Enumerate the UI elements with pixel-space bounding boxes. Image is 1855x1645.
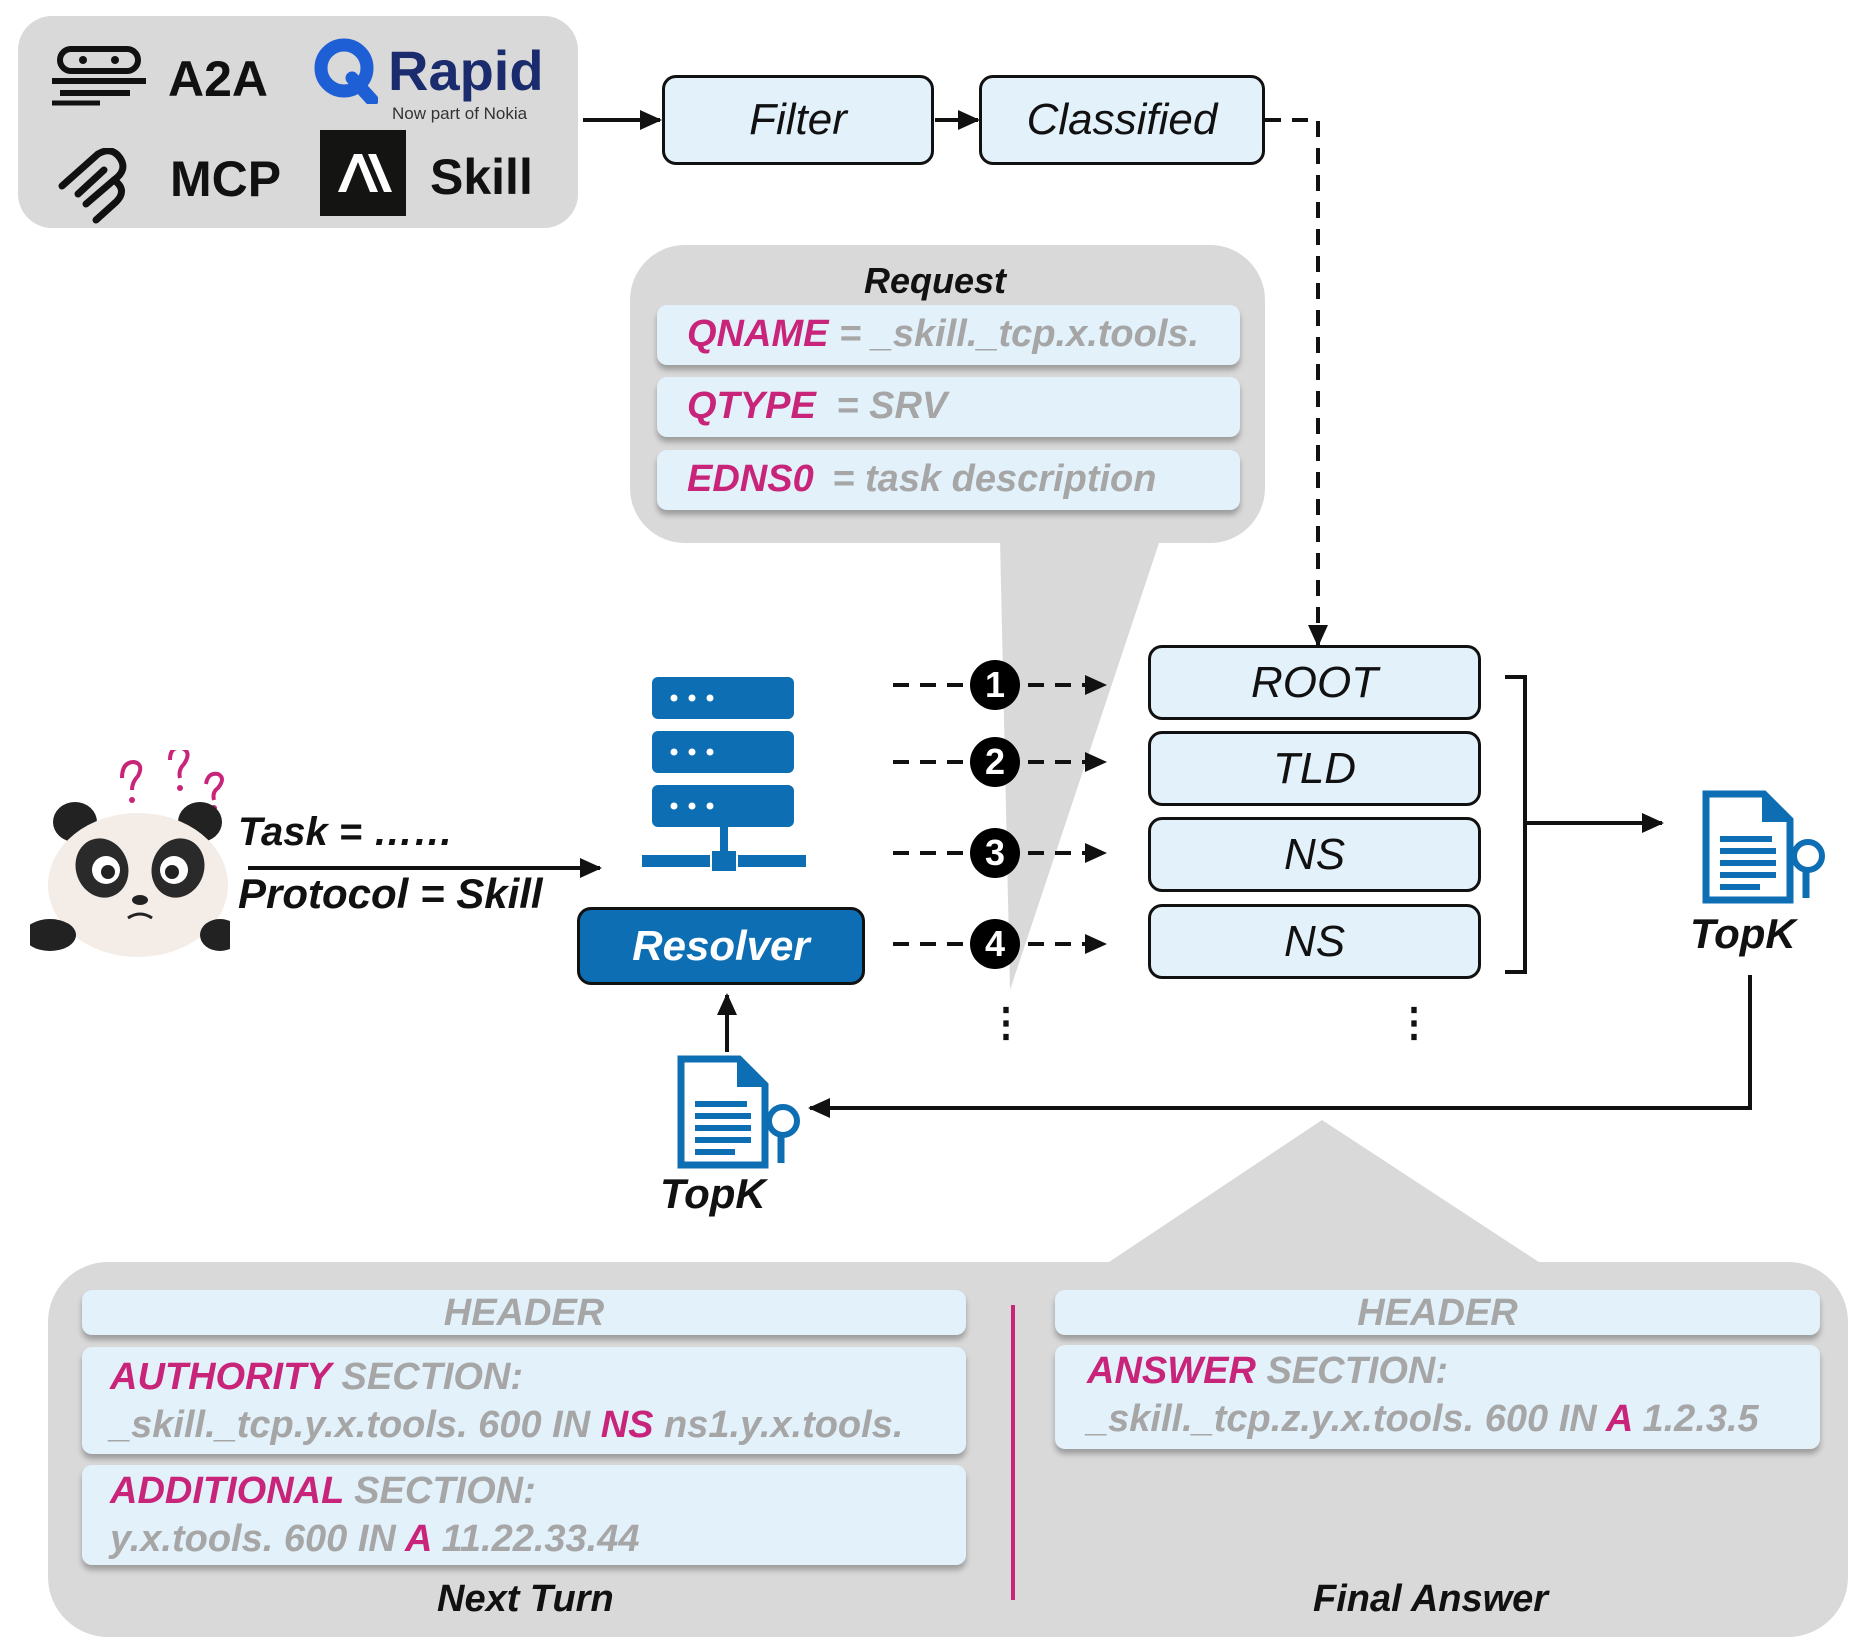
right-header-label: HEADER — [1357, 1292, 1518, 1334]
response-pointer — [1100, 1120, 1548, 1268]
a2a-label: A2A — [168, 51, 269, 107]
rapid-logo-icon — [312, 38, 379, 107]
step-badge-1: 1 — [970, 660, 1020, 710]
mcp-label: MCP — [170, 151, 282, 207]
document-search-icon — [1700, 790, 1835, 905]
topk-right-label: TopK — [1690, 910, 1796, 957]
server-ns-2: NS — [1148, 904, 1481, 979]
topk-bottom-label: TopK — [660, 1170, 766, 1217]
ellipsis-left: ⋮ — [986, 1001, 1026, 1045]
server-stack-icon — [640, 675, 810, 880]
authority-section: AUTHORITY SECTION: _skill._tcp.y.x.tools… — [82, 1347, 966, 1454]
next-turn-caption: Next Turn — [437, 1578, 614, 1620]
answer-record-a: _skill._tcp.z.y.x.tools. 600 IN — [1087, 1398, 1606, 1440]
authority-key: AUTHORITY — [110, 1356, 331, 1398]
a2a-logo-icon — [50, 45, 150, 107]
anthropic-logo-icon — [320, 130, 406, 216]
right-header: HEADER — [1055, 1290, 1820, 1335]
left-header-label: HEADER — [443, 1292, 605, 1334]
filter-box: Filter — [662, 75, 934, 165]
answer-section: ANSWER SECTION: _skill._tcp.z.y.x.tools.… — [1055, 1345, 1820, 1449]
authority-heading: AUTHORITY SECTION: — [110, 1353, 966, 1401]
authority-record: _skill._tcp.y.x.tools. 600 IN NS ns1.y.x… — [110, 1401, 966, 1449]
server-tld: TLD — [1148, 731, 1481, 806]
request-field-qtype: QTYPE = SRV — [657, 377, 1240, 437]
additional-record-a: y.x.tools. 600 IN — [110, 1518, 405, 1560]
step-badge-2: 2 — [970, 737, 1020, 787]
request-field-edns0: EDNS0 = task description — [657, 450, 1240, 510]
answer-record-type: A — [1605, 1398, 1632, 1440]
task-line: Task = …… — [238, 810, 454, 854]
additional-section: ADDITIONAL SECTION: y.x.tools. 600 IN A … — [82, 1465, 966, 1565]
edns0-value: = task description — [832, 458, 1157, 500]
left-header: HEADER — [82, 1290, 966, 1335]
step-badge-3: 3 — [970, 828, 1020, 878]
document-search-icon — [675, 1055, 810, 1170]
skill-label: Skill — [430, 149, 533, 205]
qtype-key: QTYPE — [687, 385, 816, 427]
answer-record: _skill._tcp.z.y.x.tools. 600 IN A 1.2.3.… — [1087, 1395, 1820, 1443]
server-ns-1: NS — [1148, 817, 1481, 892]
protocol-line: Protocol = Skill — [238, 870, 543, 917]
qtype-value: = SRV — [836, 385, 948, 427]
final-answer-caption: Final Answer — [1313, 1578, 1549, 1620]
ellipsis-right: ⋮ — [1394, 1001, 1434, 1045]
answer-section-label: SECTION: — [1255, 1350, 1449, 1392]
server-root: ROOT — [1148, 645, 1481, 720]
authority-record-b: ns1.y.x.tools. — [653, 1404, 904, 1446]
answer-key: ANSWER — [1087, 1350, 1256, 1392]
resolver-box: Resolver — [577, 907, 865, 985]
answer-heading: ANSWER SECTION: — [1087, 1347, 1820, 1395]
answer-record-b: 1.2.3.5 — [1631, 1398, 1759, 1440]
additional-key: ADDITIONAL — [110, 1470, 344, 1512]
rapid-label: Rapid — [388, 39, 544, 102]
rapid-tagline: Now part of Nokia — [392, 104, 528, 123]
additional-heading: ADDITIONAL SECTION: — [110, 1467, 966, 1515]
mcp-logo-icon — [56, 147, 136, 224]
request-title: Request — [864, 260, 1007, 301]
panda-agent-icon — [24, 745, 240, 960]
classified-box: Classified — [979, 75, 1265, 165]
edns0-key: EDNS0 — [687, 458, 814, 500]
additional-record-type: A — [404, 1518, 432, 1560]
request-field-qname: QNAME = _skill._tcp.x.tools. — [657, 305, 1240, 365]
authority-section-label: SECTION: — [330, 1356, 524, 1398]
additional-record-b: 11.22.33.44 — [431, 1518, 640, 1560]
authority-record-type: NS — [600, 1404, 654, 1446]
additional-section-label: SECTION: — [343, 1470, 536, 1512]
additional-record: y.x.tools. 600 IN A 11.22.33.44 — [110, 1515, 966, 1563]
request-pointer — [1000, 540, 1160, 990]
qname-key: QNAME — [687, 313, 829, 355]
qname-value: = _skill._tcp.x.tools. — [839, 313, 1200, 355]
step-badge-4: 4 — [970, 919, 1020, 969]
authority-record-a: _skill._tcp.y.x.tools. 600 IN — [110, 1404, 601, 1446]
